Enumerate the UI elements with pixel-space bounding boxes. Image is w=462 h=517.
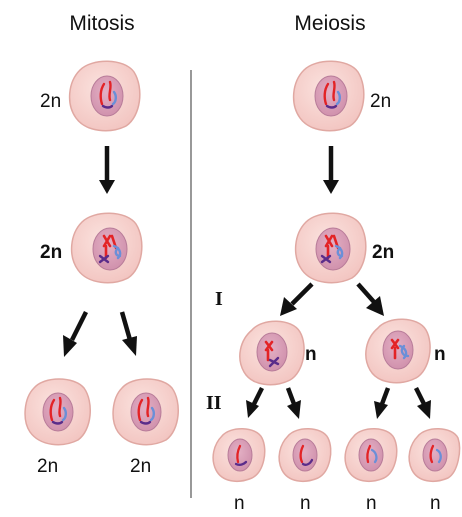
mitosis-parent-ploidy: 2n bbox=[40, 91, 61, 112]
mitosis-daughter-cell-left bbox=[25, 379, 90, 445]
mitosis-replicated-cell bbox=[72, 213, 142, 282]
meiosis-gamete-4-ploidy: n bbox=[430, 493, 441, 514]
meiosis-gamete-1 bbox=[213, 429, 265, 482]
meiosis-stage-one-label: I bbox=[215, 288, 223, 310]
mitosis-daughter-right-ploidy: 2n bbox=[130, 456, 151, 477]
meiosis-gamete-3-ploidy: n bbox=[366, 493, 377, 514]
meiosis-two-arrow-4 bbox=[416, 388, 431, 419]
mitosis-parent-cell bbox=[70, 61, 140, 130]
meiosis-one-arrow-left bbox=[280, 284, 312, 316]
meiosis-gamete-2-ploidy: n bbox=[300, 493, 311, 514]
meiosis-gamete-3 bbox=[345, 429, 397, 482]
meiosis-two-arrow-2 bbox=[287, 388, 301, 419]
mitosis-replicated-ploidy: 2n bbox=[40, 242, 62, 263]
meiosis-one-left-ploidy: n bbox=[305, 344, 317, 365]
meiosis-gamete-2 bbox=[279, 429, 331, 482]
mitosis-daughter-left-ploidy: 2n bbox=[37, 456, 58, 477]
meiosis-replicated-ploidy: 2n bbox=[372, 242, 394, 263]
mitosis-arrow-left bbox=[63, 312, 86, 357]
meiosis-parent-ploidy: 2n bbox=[370, 91, 391, 112]
meiosis-two-arrow-3 bbox=[374, 388, 388, 419]
meiosis-two-arrow-1 bbox=[246, 388, 262, 418]
mitosis-arrow-down bbox=[99, 146, 115, 194]
mitosis-daughter-cell-right bbox=[113, 379, 178, 445]
meiosis-stage-two-label: II bbox=[206, 392, 222, 414]
meiosis-gamete-1-ploidy: n bbox=[234, 493, 245, 514]
meiosis-heading: Meiosis bbox=[294, 12, 365, 35]
meiosis-one-cell-right bbox=[366, 319, 430, 382]
meiosis-gamete-4 bbox=[409, 429, 459, 482]
meiosis-one-arrow-right bbox=[358, 284, 384, 316]
meiosis-parent-cell bbox=[294, 61, 364, 130]
meiosis-one-right-ploidy: n bbox=[434, 344, 446, 365]
meiosis-one-cell-left bbox=[240, 321, 304, 384]
mitosis-heading: Mitosis bbox=[69, 12, 134, 35]
meiosis-replicated-cell bbox=[296, 213, 366, 282]
meiosis-arrow-down bbox=[323, 146, 339, 194]
mitosis-arrow-right bbox=[122, 312, 137, 356]
